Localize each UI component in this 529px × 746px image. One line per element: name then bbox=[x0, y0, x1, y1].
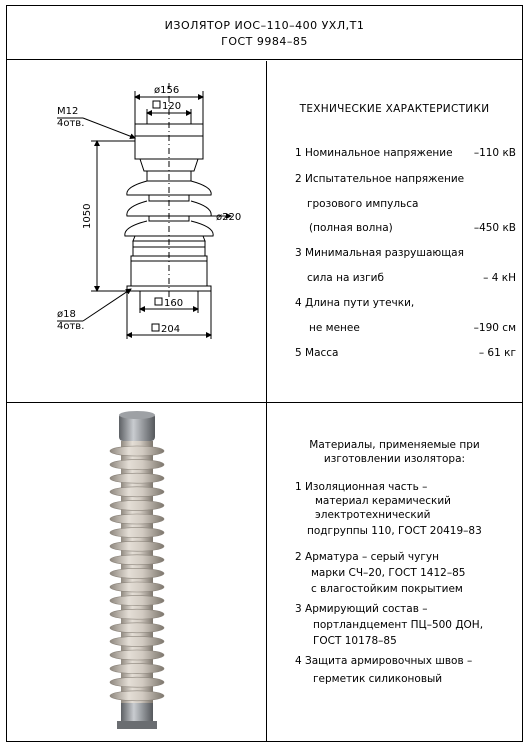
spec-row: не менее–190 см bbox=[309, 322, 516, 334]
spec-row: 4 Длина пути утечки, bbox=[295, 297, 415, 309]
materials-heading-line2: изготовлении изолятора: bbox=[323, 453, 466, 465]
photo-shed bbox=[109, 581, 165, 593]
photo-shed bbox=[109, 472, 165, 484]
materials-heading-line1: Материалы, применяемые при bbox=[309, 439, 480, 451]
document-sheet: ИЗОЛЯТОР ИОС–110–400 УХЛ,Т1 ГОСТ 9984–85 bbox=[6, 5, 523, 742]
shed-diameter-label: ø220 bbox=[216, 212, 241, 223]
technical-drawing: ø156 120 M12 4отв. 1050 ø220 ø18 4отв. 1… bbox=[7, 61, 266, 402]
base-inner-label: 160 bbox=[164, 298, 183, 309]
photo-shed bbox=[109, 622, 165, 634]
material-line: 4 Защита армировочных швов – bbox=[295, 655, 473, 667]
row-divider bbox=[7, 402, 522, 403]
photo-shed bbox=[109, 500, 165, 511]
spec-row: 3 Минимальная разрушающая bbox=[295, 247, 464, 259]
material-line: материал керамический bbox=[315, 495, 451, 507]
photo-shed bbox=[109, 636, 165, 647]
base-outer-label: 204 bbox=[161, 324, 180, 335]
insulator-drawing-svg: ø156 120 M12 4отв. 1050 ø220 ø18 4отв. 1… bbox=[57, 83, 241, 339]
spec-row: грозового импульса bbox=[307, 198, 419, 210]
photo-shed bbox=[109, 608, 165, 620]
material-line: 2 Арматура – серый чугун bbox=[295, 551, 439, 563]
photo-shed bbox=[109, 540, 165, 552]
material-line: электротехнический bbox=[315, 509, 431, 521]
photo-shed bbox=[109, 676, 165, 688]
top-square-label: 120 bbox=[162, 101, 181, 112]
insulator-photo-svg bbox=[109, 411, 165, 729]
spec-row: (полная волна)–450 кВ bbox=[309, 222, 516, 234]
title-block: ИЗОЛЯТОР ИОС–110–400 УХЛ,Т1 ГОСТ 9984–85 bbox=[7, 6, 522, 60]
photo-shed bbox=[109, 513, 165, 525]
hole-count-label: 4отв. bbox=[57, 321, 84, 332]
photo-shed bbox=[109, 663, 165, 674]
document-title: ИЗОЛЯТОР ИОС–110–400 УХЛ,Т1 bbox=[164, 19, 365, 32]
insulator-photo bbox=[7, 403, 266, 742]
standard-reference: ГОСТ 9984–85 bbox=[221, 35, 308, 48]
material-line: герметик силиконовый bbox=[313, 673, 443, 685]
photo-shed bbox=[109, 568, 165, 579]
material-line: 3 Армирующий состав – bbox=[295, 603, 428, 615]
thread-count-label: 4отв. bbox=[57, 118, 84, 129]
material-line: портландцемент ПЦ–500 ДОН, bbox=[313, 619, 484, 631]
spec-row: 1 Номинальное напряжение–110 кВ bbox=[295, 147, 516, 159]
height-label: 1050 bbox=[82, 204, 93, 229]
column-divider bbox=[266, 61, 267, 742]
materials-list: Материалы, применяемые при изготовлении … bbox=[267, 403, 522, 742]
photo-shed bbox=[109, 445, 165, 457]
thread-label: M12 bbox=[57, 106, 78, 117]
photo-shed bbox=[109, 690, 165, 702]
material-line: 1 Изоляционная часть – bbox=[295, 481, 428, 493]
material-line: с влагостойким покрытием bbox=[311, 583, 463, 595]
photo-shed bbox=[109, 649, 165, 661]
shed-1 bbox=[126, 180, 212, 196]
technical-specifications: ТЕХНИЧЕСКИЕ ХАРАКТЕРИСТИКИ 1 Номинальное… bbox=[267, 61, 522, 402]
photo-shed bbox=[109, 595, 165, 606]
material-line: подгруппы 110, ГОСТ 20419–83 bbox=[307, 525, 482, 537]
photo-shed bbox=[109, 527, 165, 538]
photo-shed bbox=[109, 459, 165, 470]
material-line: марки СЧ–20, ГОСТ 1412–85 bbox=[311, 567, 466, 579]
material-line: ГОСТ 10178–85 bbox=[313, 635, 397, 647]
spec-row: сила на изгиб– 4 кН bbox=[307, 272, 516, 284]
photo-shed bbox=[109, 486, 165, 498]
top-diameter-label: ø156 bbox=[154, 85, 179, 96]
spec-row: 2 Испытательное напряжение bbox=[295, 173, 465, 185]
photo-sheds bbox=[109, 445, 165, 702]
specs-heading: ТЕХНИЧЕСКИЕ ХАРАКТЕРИСТИКИ bbox=[299, 103, 490, 115]
spec-row: 5 Масса– 61 кг bbox=[295, 347, 516, 359]
photo-base bbox=[121, 703, 153, 725]
hole-label: ø18 bbox=[57, 309, 76, 320]
photo-shed bbox=[109, 554, 165, 566]
photo-top-cap bbox=[119, 413, 155, 441]
